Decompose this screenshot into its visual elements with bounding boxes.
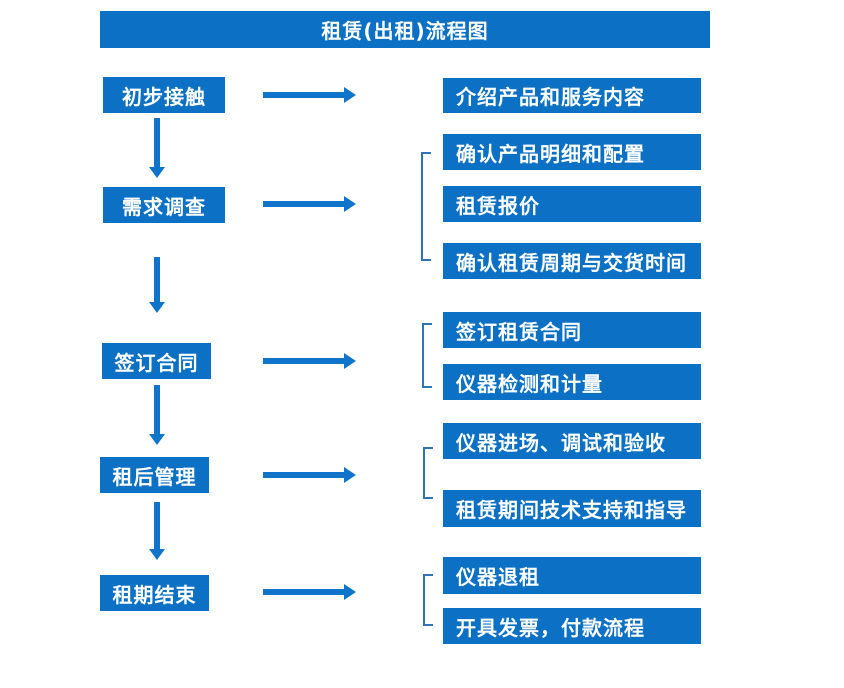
detail-box-confirm-product-details: 确认产品明细和配置 [443,134,701,170]
down-arrow-icon [149,257,165,313]
right-arrow-icon [263,467,356,483]
flowchart-title: 租赁(出租)流程图 [100,11,710,48]
down-arrow-icon [149,118,165,178]
right-arrow-icon [263,353,356,369]
step-box-post-rental-management: 租后管理 [100,457,209,493]
step-box-sign-contract: 签订合同 [102,343,211,379]
down-arrow-icon [149,502,165,560]
detail-box-sign-rental-contract: 签订租赁合同 [443,312,701,348]
detail-box-confirm-rental-period: 确认租赁周期与交货时间 [443,243,701,279]
detail-box-rental-quote: 租赁报价 [443,186,701,222]
detail-box-introduce-products: 介绍产品和服务内容 [443,78,701,113]
right-arrow-icon [263,87,356,103]
step-box-demand-survey: 需求调查 [103,187,225,223]
detail-box-instrument-setup: 仪器进场、调试和验收 [443,423,701,459]
group-bracket-icon [423,447,433,499]
detail-box-instrument-return: 仪器退租 [443,557,701,594]
step-box-rental-end: 租期结束 [100,575,209,611]
right-arrow-icon [263,584,356,600]
detail-box-instrument-testing: 仪器检测和计量 [443,364,701,400]
group-bracket-icon [421,152,431,261]
group-bracket-icon [422,323,432,388]
detail-box-invoice-payment: 开具发票，付款流程 [443,608,701,644]
step-box-initial-contact: 初步接触 [103,77,225,113]
down-arrow-icon [149,385,165,445]
group-bracket-icon [423,574,433,626]
detail-box-tech-support: 租赁期间技术支持和指导 [443,490,701,527]
right-arrow-icon [263,196,356,212]
